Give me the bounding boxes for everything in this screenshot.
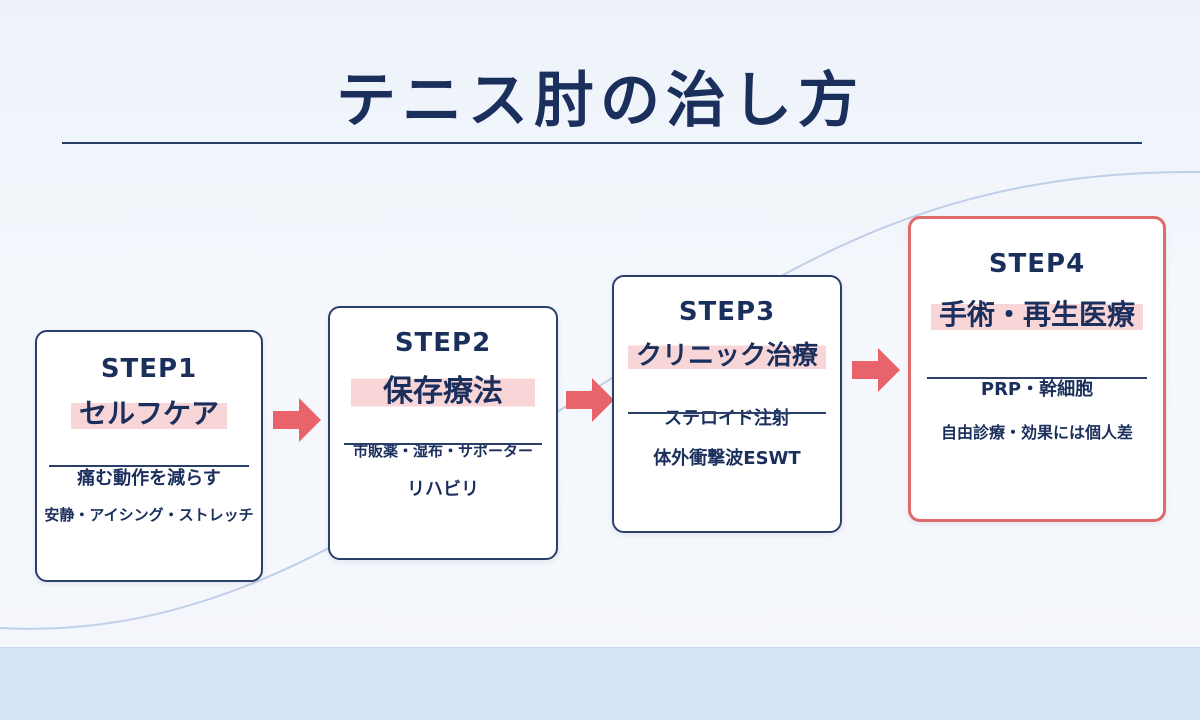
bottom-band (0, 647, 1200, 720)
step-title: セルフケア (70, 392, 227, 432)
step-desc-line: リハビリ (407, 479, 479, 500)
step-label: STEP3 (678, 297, 776, 327)
step-desc-line: PRP・幹細胞 (980, 379, 1094, 400)
step-card-3: STEP3 クリニック治療 ステロイド注射 体外衝撃波ESWT (612, 275, 842, 533)
step-desc-line: 安静・アイシング・ストレッチ (44, 506, 254, 524)
step-desc-line: 痛む動作を減らす (77, 468, 221, 489)
title-divider (62, 142, 1142, 144)
step-label: STEP1 (100, 354, 198, 384)
step-desc-line: ステロイド注射 (664, 408, 790, 429)
step-label: STEP2 (394, 328, 492, 358)
page-title: テニス肘の治し方 (336, 66, 864, 136)
step-title: 手術・再生医療 (930, 293, 1143, 333)
step-card-2: STEP2 保存療法 市販薬・湿布・サポーター リハビリ (328, 306, 558, 560)
step-card-4: STEP4 手術・再生医療 PRP・幹細胞 自由診療・効果には個人差 (908, 216, 1166, 522)
arrow-right-icon (566, 378, 614, 422)
arrow-right-icon (852, 348, 900, 392)
arrow-right-icon (273, 398, 321, 442)
step-divider (628, 412, 826, 414)
step-title: 保存療法 (351, 366, 535, 410)
step-divider (49, 465, 249, 467)
step-card-1: STEP1 セルフケア 痛む動作を減らす 安静・アイシング・ストレッチ (35, 330, 263, 582)
step-title: クリニック治療 (627, 335, 826, 372)
step-label: STEP4 (988, 249, 1086, 279)
step-desc-line: 市販薬・湿布・サポーター (352, 442, 533, 460)
step-desc-line: 自由診療・効果には個人差 (940, 423, 1133, 442)
step-desc-line: 体外衝撃波ESWT (653, 448, 801, 469)
step-divider (344, 443, 542, 445)
step-divider (927, 377, 1147, 379)
